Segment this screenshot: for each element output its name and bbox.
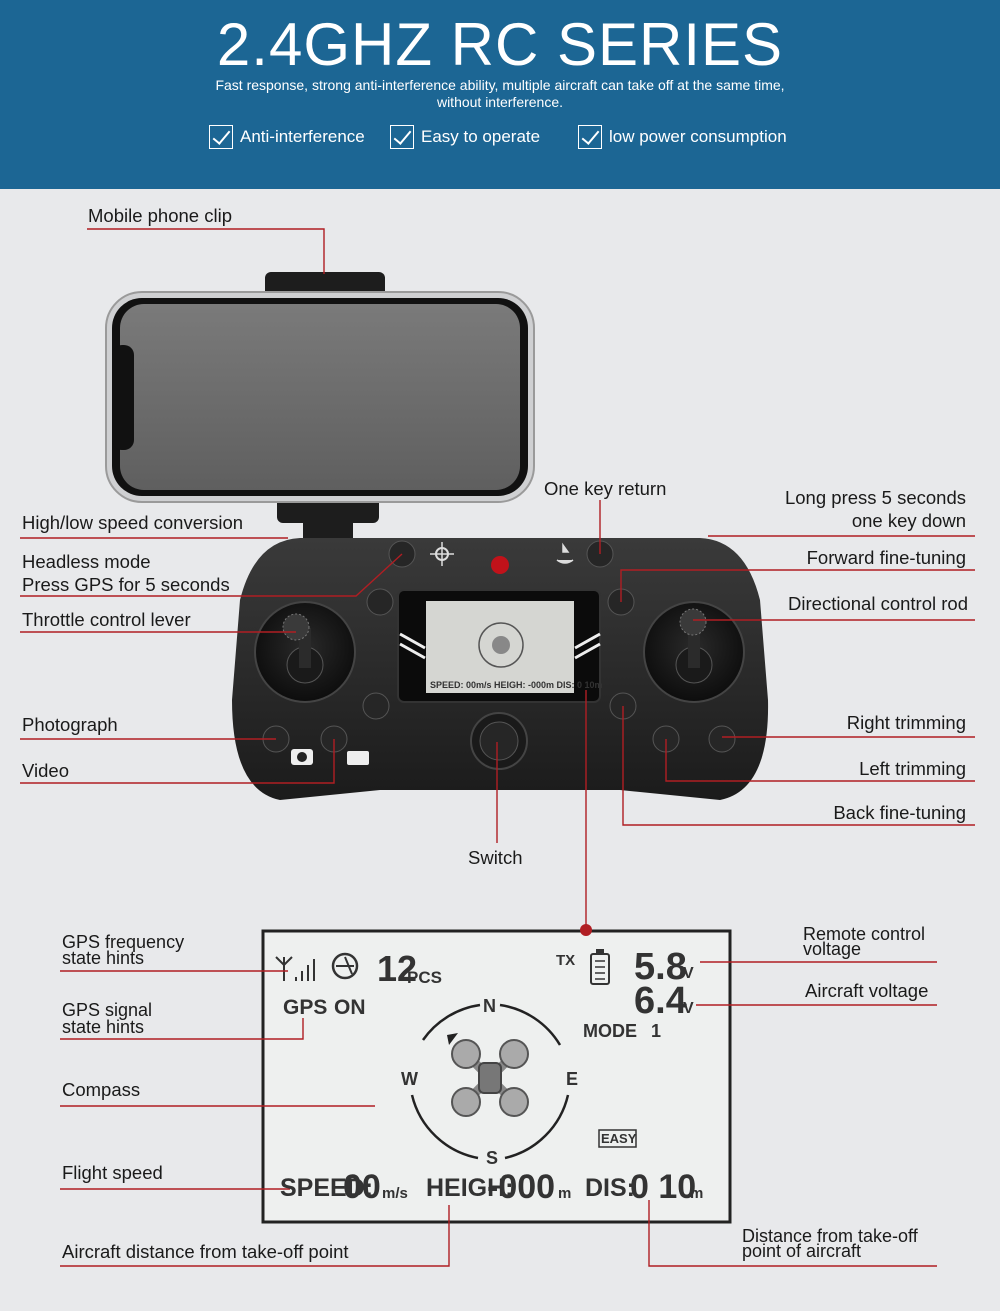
label-distance-aircraft-1: Distance from take-off <box>742 1226 918 1246</box>
label-video: Video <box>22 760 69 781</box>
label-gps-freq-2: state hints <box>62 948 145 968</box>
label-remote-voltage-2: voltage <box>803 939 862 959</box>
label-direction-rod: Directional control rod <box>788 593 968 614</box>
drone-icon <box>451 1039 529 1117</box>
label-forward-trim: Forward fine-tuning <box>806 547 966 568</box>
lcd-height-unit: m <box>558 1185 572 1202</box>
label-throttle: Throttle control lever <box>22 609 191 630</box>
lcd-dis-label: DIS: <box>585 1174 635 1202</box>
label-headless-mode: Headless mode <box>22 551 151 572</box>
remote-controller: SPEED: 00m/s HEIGH: -000m DIS: 0 10m <box>232 538 769 800</box>
label-gps-signal-1: GPS signal <box>62 1000 153 1020</box>
lcd-dis-unit: m <box>690 1185 704 1202</box>
label-one-key-return: One key return <box>544 478 667 499</box>
lcd-enlarged <box>261 929 732 1224</box>
label-one-key-down-1: Long press 5 seconds <box>784 487 966 508</box>
svg-text:SPEED: 00m/s HEIGH: -000m DIS:: SPEED: 00m/s HEIGH: -000m DIS: 0 10m <box>430 680 603 690</box>
lcd-on: ON <box>334 996 366 1019</box>
label-back-trim: Back fine-tuning <box>833 802 966 823</box>
lcd-speed-value: 00 <box>343 1168 381 1206</box>
lcd-height-value: -000 <box>487 1168 556 1206</box>
feature-low-power: low power consumption <box>578 124 787 150</box>
lcd-compass-e: E <box>566 1069 579 1089</box>
label-left-trim: Left trimming <box>859 758 966 779</box>
label-remote-voltage-1: Remote control <box>803 924 926 944</box>
lcd-compass-w: W <box>401 1069 418 1089</box>
page-title: 2.4GHZ RC SERIES <box>216 11 784 78</box>
lcd-aircraft-voltage: 6.4 <box>634 980 687 1022</box>
connection-dot <box>580 924 592 936</box>
label-photograph: Photograph <box>22 714 118 735</box>
lcd-compass-n: N <box>483 996 496 1016</box>
label-aircraft-voltage: Aircraft voltage <box>805 980 929 1001</box>
lcd-easy: EASY <box>601 1131 637 1146</box>
label-one-key-down-2: one key down <box>851 510 966 531</box>
label-switch: Switch <box>468 847 523 868</box>
lcd-satellites: 12 <box>377 948 418 989</box>
feature-easy-operate: Easy to operate <box>390 124 540 150</box>
lcd-gps: GPS <box>283 996 328 1019</box>
lcd-mode-label: MODE <box>583 1021 637 1041</box>
checkbox-icon <box>209 125 233 149</box>
lcd-volt-unit-2: V <box>683 1000 694 1017</box>
label-distance-takeoff: Aircraft distance from take-off point <box>62 1241 349 1262</box>
feature-anti-interference: Anti-interference <box>209 124 365 150</box>
lcd-speed-label: SPEED: <box>280 1174 374 1202</box>
lcd-dis-value: 0 10 <box>630 1168 697 1206</box>
checkbox-icon <box>578 125 602 149</box>
mobile-phone <box>105 291 535 503</box>
label-distance-aircraft-2: point of aircraft <box>742 1241 862 1261</box>
label-speed-conversion: High/low speed conversion <box>22 512 244 533</box>
label-gps-freq-1: GPS frequency <box>62 932 185 952</box>
label-headless-hint: Press GPS for 5 seconds <box>22 574 230 595</box>
lcd-height-label: HEIGH: <box>426 1174 514 1202</box>
label-right-trim: Right trimming <box>846 712 966 733</box>
label-compass: Compass <box>62 1079 141 1100</box>
lcd-remote-voltage: 5.8 <box>634 946 687 988</box>
leader-lines <box>20 228 975 1267</box>
lcd-tx: TX <box>556 952 576 969</box>
lcd-speed-unit: m/s <box>382 1185 408 1202</box>
lcd-pcs: PCS <box>407 968 442 987</box>
header-banner: 2.4GHZ RC SERIES Fast response, strong a… <box>0 0 1000 189</box>
checkbox-icon <box>390 125 414 149</box>
label-phone-clip: Mobile phone clip <box>88 205 232 226</box>
label-flight-speed: Flight speed <box>62 1162 163 1183</box>
label-gps-signal-2: state hints <box>62 1017 145 1037</box>
page-subtitle: Fast response, strong anti-interference … <box>215 77 785 110</box>
lcd-compass-s: S <box>486 1148 499 1168</box>
lcd-volt-unit-1: V <box>683 965 694 982</box>
lcd-mode-value: 1 <box>651 1021 662 1041</box>
